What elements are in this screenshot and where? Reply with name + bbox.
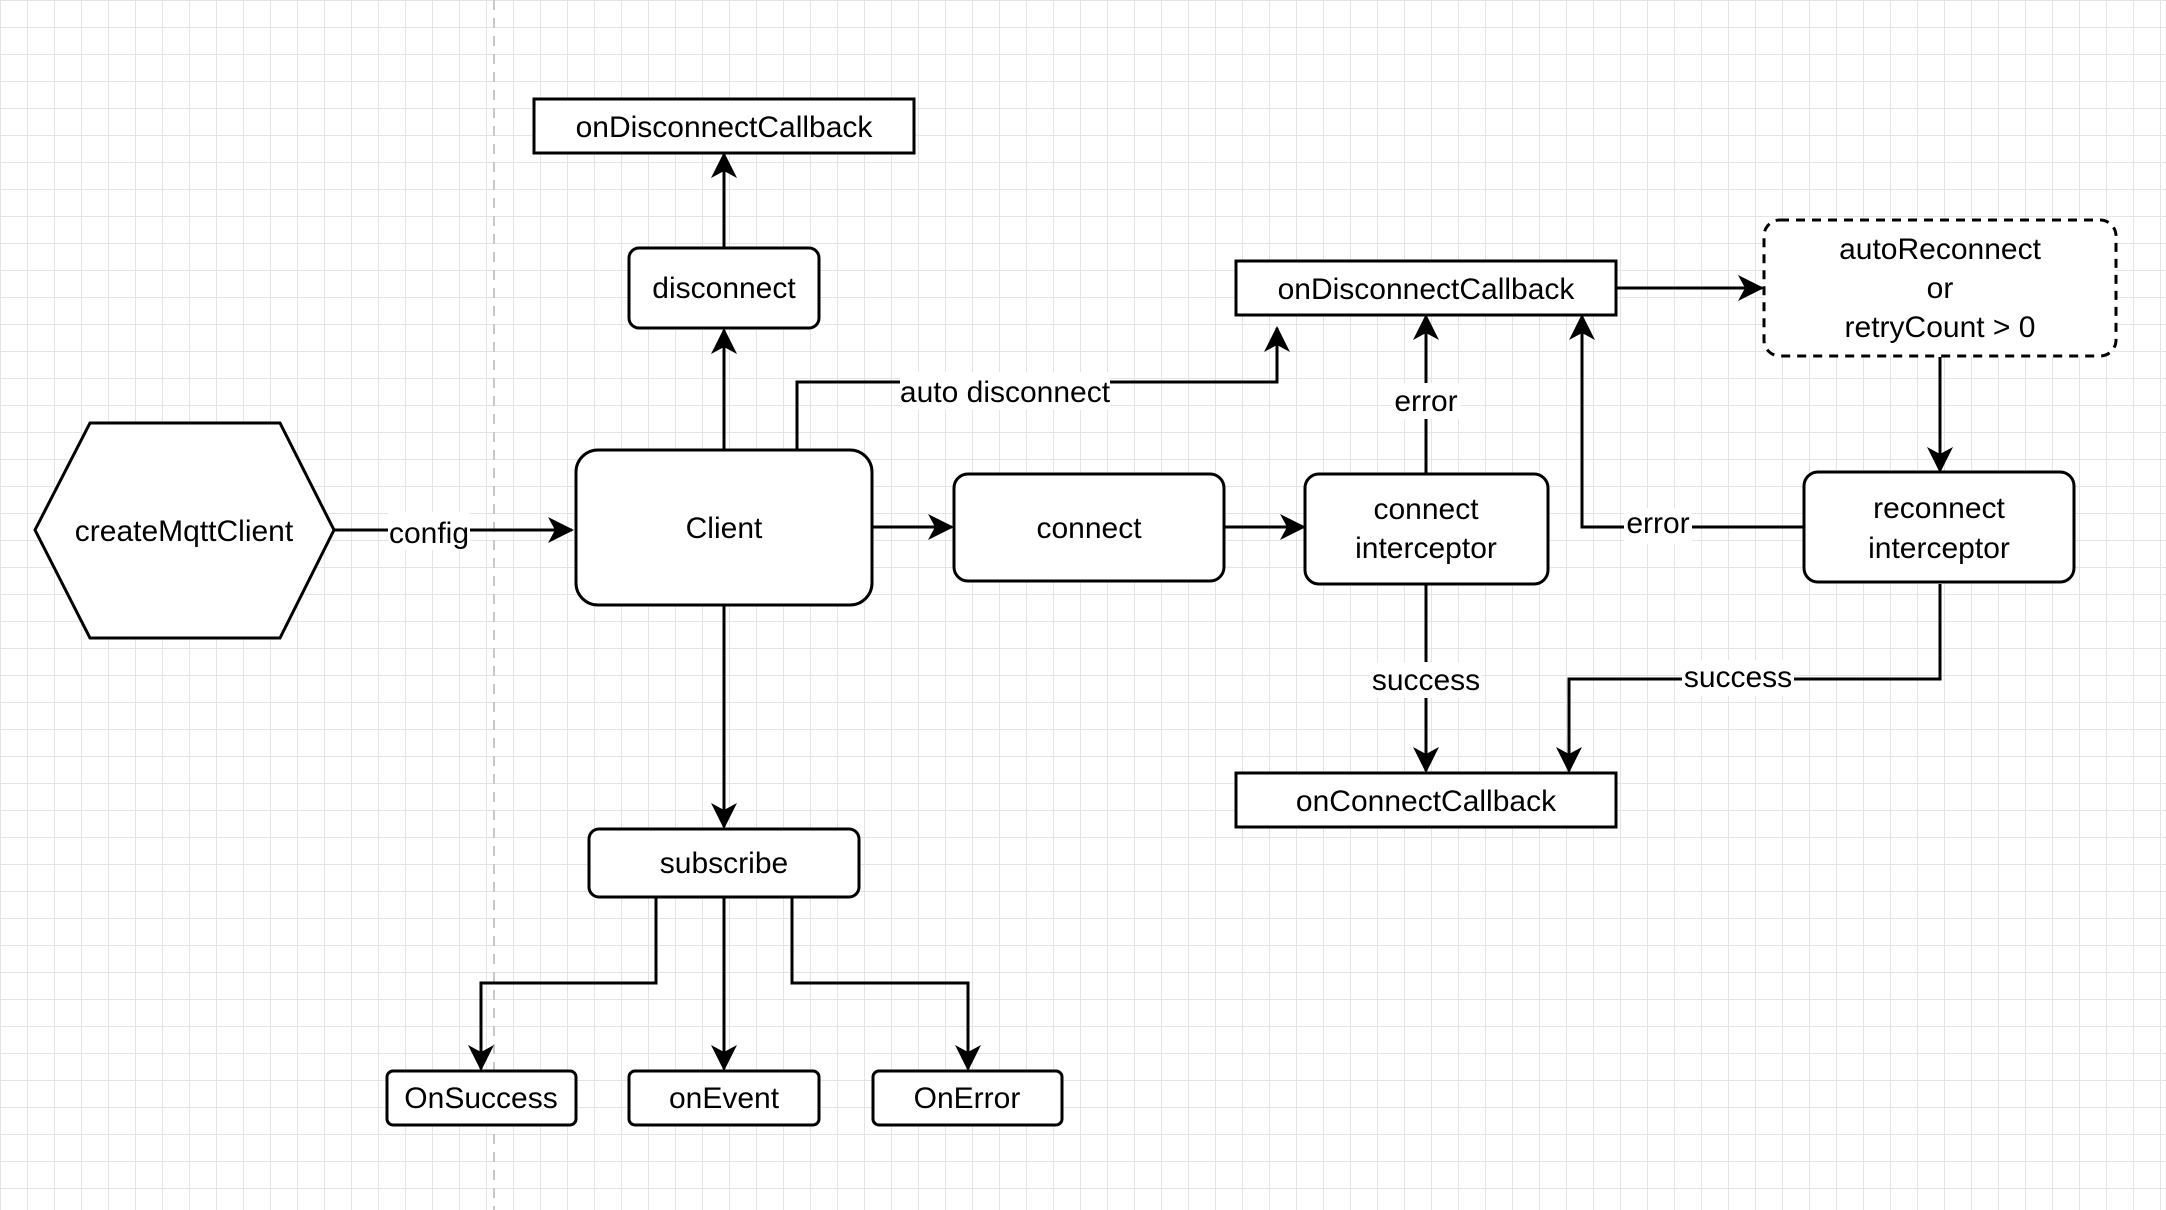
reconnect-interceptor-label-line2: interceptor [1868, 532, 2010, 565]
connect-interceptor-label-line1: connect [1373, 493, 1479, 526]
reconnect-interceptor-node[interactable] [1802, 470, 2076, 584]
edge-subscribe-to-onerror [790, 897, 981, 1071]
connect-interceptor-label-line2: interceptor [1355, 532, 1497, 565]
edge-label-reconnect-error: error [1626, 507, 1689, 540]
edge-label-config: config [389, 517, 469, 550]
connect-node[interactable] [952, 472, 1226, 583]
client-node[interactable] [574, 448, 874, 607]
edge-label-reconnect-success: success [1684, 661, 1792, 694]
subscribe-node[interactable] [587, 827, 861, 899]
on-success-label: OnSuccess [404, 1082, 557, 1115]
disconnect-label: disconnect [652, 272, 796, 305]
on-error-label: OnError [914, 1082, 1021, 1115]
edge-subscribe-to-onsuccess [468, 897, 658, 1071]
on-event-label: onEvent [669, 1082, 780, 1115]
on-connect-callback-node[interactable] [1234, 771, 1618, 829]
client-label: Client [686, 512, 763, 545]
on-disconnect-callback-top-node[interactable] [532, 97, 916, 155]
on-disconnect-callback-right-node[interactable] [1234, 259, 1618, 317]
edge-label-auto-disconnect-bg [900, 372, 1110, 410]
auto-reconnect-node[interactable] [1762, 218, 2118, 358]
auto-reconnect-label-line1: autoReconnect [1839, 233, 2041, 266]
edge-label-connect-error-bg [1392, 383, 1460, 419]
connect-interceptor-node[interactable] [1303, 472, 1550, 586]
edge-label-reconnect-success-bg [1682, 660, 1794, 696]
on-error-node[interactable] [871, 1069, 1064, 1127]
reconnect-interceptor-label-line1: reconnect [1873, 492, 2005, 525]
auto-reconnect-label-line3: retryCount > 0 [1845, 311, 2036, 344]
create-mqtt-client-label: createMqttClient [75, 515, 294, 548]
connect-label: connect [1036, 512, 1142, 545]
edge-label-connect-success-bg [1370, 662, 1482, 698]
create-mqtt-client-node[interactable] [33, 421, 336, 640]
on-disconnect-callback-top-label: onDisconnectCallback [576, 111, 874, 144]
edge-label-config-bg [388, 512, 470, 550]
edge-label-connect-success: success [1372, 664, 1480, 697]
on-event-node[interactable] [627, 1069, 821, 1127]
auto-reconnect-label-line2: or [1927, 272, 1954, 305]
subscribe-label: subscribe [660, 847, 788, 880]
on-disconnect-callback-right-label: onDisconnectCallback [1278, 273, 1576, 306]
on-success-node[interactable] [385, 1069, 578, 1127]
on-connect-callback-label: onConnectCallback [1296, 785, 1557, 818]
edge-label-auto-disconnect: auto disconnect [900, 376, 1111, 409]
edge-label-reconnect-error-bg [1624, 508, 1692, 544]
edge-reconnect-error [1569, 314, 1804, 529]
edge-label-connect-error: error [1394, 385, 1457, 418]
disconnect-node[interactable] [627, 246, 821, 330]
